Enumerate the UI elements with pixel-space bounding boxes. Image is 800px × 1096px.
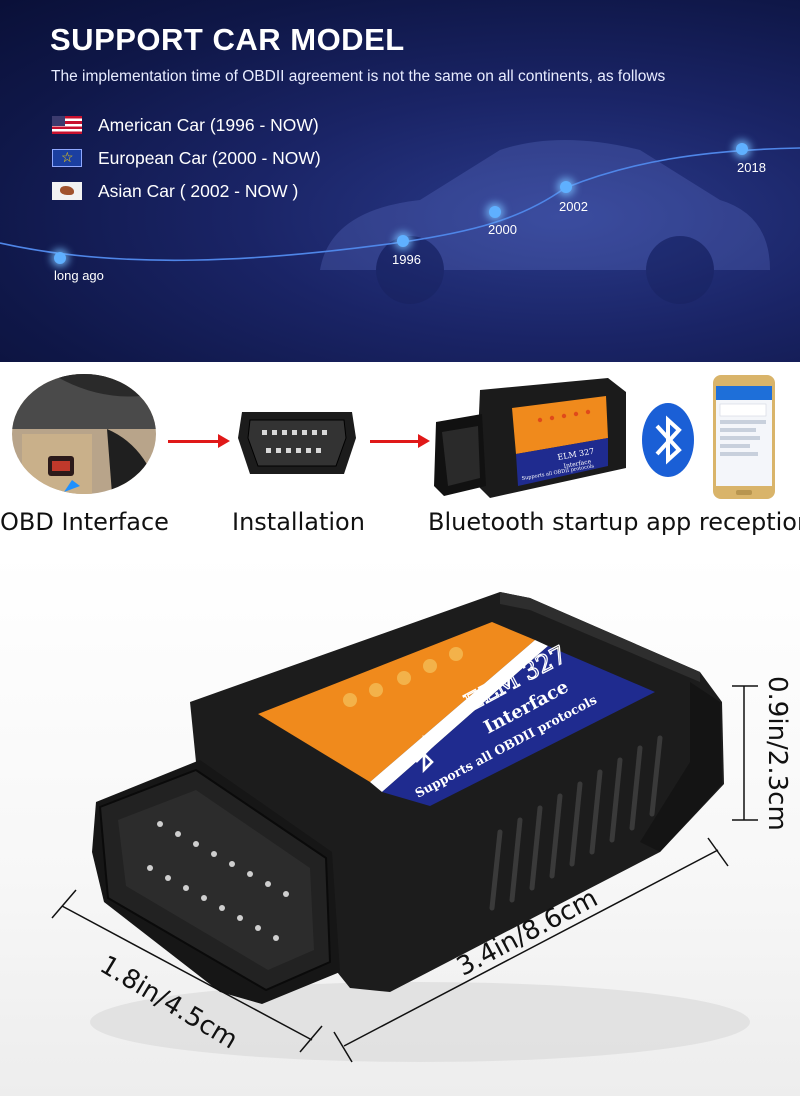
bluetooth-icon	[642, 403, 694, 477]
legend-label: American Car (1996 - NOW)	[98, 114, 319, 135]
asia-flag-icon	[52, 182, 82, 200]
page-subtitle: The implementation time of OBDII agreeme…	[51, 68, 666, 85]
legend-label: European Car (2000 - NOW)	[98, 147, 321, 168]
timeline-label-2018: 2018	[737, 160, 766, 175]
smartphone-app-image	[713, 375, 775, 499]
step-caption-installation: Installation	[232, 508, 365, 536]
step-caption-bluetooth: Bluetooth startup app reception	[428, 508, 800, 536]
legend-item-european: European Car (2000 - NOW)	[52, 147, 321, 169]
installation-steps: ELM 327 Interface Supports all OBDII pro…	[0, 362, 800, 552]
timeline-dot	[397, 235, 409, 247]
step-arrow	[370, 434, 430, 448]
timeline-curve	[0, 147, 800, 262]
product-dimensions: ELM 327 Interface Supports all OBDII pro…	[0, 552, 800, 1096]
support-car-model-banner: SUPPORT CAR MODEL The implementation tim…	[0, 0, 800, 362]
legend-item-asian: Asian Car ( 2002 - NOW )	[52, 180, 298, 202]
elm327-device-large-image: ELM 327 Interface Supports all OBDII pro…	[51, 592, 758, 1063]
us-flag-icon	[52, 116, 82, 134]
legend-item-american: American Car (1996 - NOW)	[52, 114, 319, 136]
timeline-dot	[736, 143, 748, 155]
timeline-label-2002: 2002	[559, 199, 588, 214]
timeline-dot	[489, 206, 501, 218]
obd-connector-image	[238, 412, 356, 474]
timeline-dot	[560, 181, 572, 193]
obd-port-photo	[12, 374, 156, 494]
step-arrow	[168, 434, 230, 448]
timeline-dot	[54, 252, 66, 264]
small-brand-subtitle: Interface	[563, 458, 592, 470]
eu-flag-icon	[52, 149, 82, 167]
step-caption-obd-interface: OBD Interface	[0, 508, 169, 536]
legend-label: Asian Car ( 2002 - NOW )	[98, 180, 299, 201]
timeline-label-2000: 2000	[488, 222, 517, 237]
page-title: SUPPORT CAR MODEL	[50, 22, 405, 57]
timeline-label-1996: 1996	[392, 252, 421, 267]
elm327-small-device-image: ELM 327 Interface Supports all OBDII pro…	[434, 378, 626, 498]
dimension-height-label: 0.9in/2.3cm	[762, 676, 792, 831]
timeline-label-long-ago: long ago	[54, 268, 104, 283]
